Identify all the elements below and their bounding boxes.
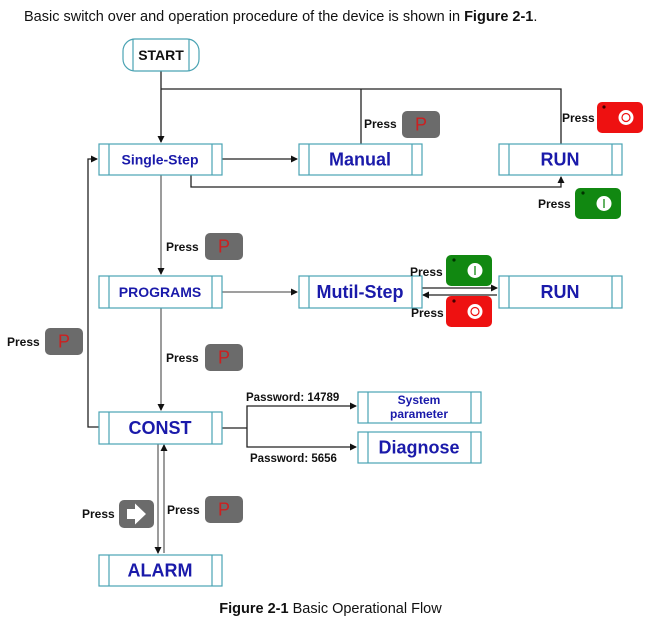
mutil-step-node[interactable]: Mutil-Step: [298, 275, 423, 309]
run-top-label: RUN: [541, 150, 580, 170]
single-step-label: Single-Step: [121, 152, 198, 168]
run-mid-label: RUN: [541, 282, 580, 302]
run-node-top[interactable]: RUN: [498, 143, 623, 176]
programs-label: PROGRAMS: [119, 284, 201, 300]
press-p-const-return: Press P: [7, 328, 83, 355]
run-key-icon: [446, 255, 492, 286]
connector-mutil-step-run-pair: [422, 284, 498, 299]
press-arrow-alarm: Press: [82, 500, 154, 528]
connector-const-alarm-pair: [154, 444, 168, 554]
press-p-const: Press P: [166, 344, 243, 371]
svg-text:P: P: [415, 115, 427, 135]
press-label: Press: [7, 335, 40, 349]
intro-period: .: [533, 9, 538, 25]
press-label: Press: [167, 503, 200, 517]
connector-const-to-single-step: [87, 155, 99, 428]
svg-text:P: P: [218, 348, 230, 368]
run-node-mid[interactable]: RUN: [498, 275, 623, 309]
p-key-icon: P: [205, 233, 243, 260]
connector-single-step-to-run: [190, 175, 565, 188]
press-label: Press: [562, 111, 595, 125]
stop-key-icon: [446, 296, 492, 327]
svg-text:P: P: [218, 237, 230, 257]
const-label: CONST: [129, 418, 192, 438]
press-label: Press: [410, 265, 443, 279]
p-key-icon: P: [205, 344, 243, 371]
figure-caption: Figure 2-1 Basic Operational Flow: [0, 601, 661, 617]
alarm-node[interactable]: ALARM: [98, 554, 223, 587]
stop-key-icon: [597, 102, 643, 133]
press-run-mutil-step: Press: [410, 255, 492, 286]
press-run-run-top: Press: [538, 188, 621, 219]
press-p-manual: Press P: [364, 111, 440, 138]
press-label: Press: [538, 197, 571, 211]
mutil-step-label: Mutil-Step: [317, 282, 404, 302]
press-label: Press: [82, 507, 115, 521]
intro-figure-ref: Figure 2-1: [464, 9, 534, 25]
start-node[interactable]: START: [122, 38, 200, 72]
manual-node[interactable]: Manual: [298, 143, 423, 176]
manual-label: Manual: [329, 150, 391, 170]
diagnose-node[interactable]: Diagnose: [357, 431, 482, 464]
p-key-icon: P: [45, 328, 83, 355]
svg-text:P: P: [218, 500, 230, 520]
connector-const-to-submenus: [222, 402, 357, 451]
press-label: Press: [166, 351, 199, 365]
press-stop-run-mid: Press: [411, 296, 492, 327]
press-p-alarm-return: Press P: [167, 496, 243, 523]
caption-figure-ref: Figure 2-1: [219, 601, 289, 617]
diagnose-label: Diagnose: [378, 438, 459, 458]
system-parameter-label-line1: System: [398, 393, 441, 407]
p-key-icon: P: [402, 111, 440, 138]
press-label: Press: [166, 240, 199, 254]
press-stop-run-top: Press: [562, 102, 643, 133]
single-step-node[interactable]: Single-Step: [98, 143, 223, 176]
arrow-right-key-icon: [119, 500, 154, 528]
intro-body: Basic switch over and operation procedur…: [24, 9, 465, 25]
password-diagnose: Password: 5656: [250, 453, 337, 465]
caption-title: Basic Operational Flow: [288, 601, 442, 617]
alarm-label: ALARM: [128, 561, 193, 581]
p-key-icon: P: [205, 496, 243, 523]
press-label: Press: [364, 117, 397, 131]
press-p-programs: Press P: [166, 233, 243, 260]
start-label: START: [138, 47, 184, 63]
svg-text:P: P: [58, 332, 70, 352]
connector-return-loop-top: [161, 88, 562, 144]
intro-text: Basic switch over and operation procedur…: [24, 9, 537, 25]
press-label: Press: [411, 306, 444, 320]
system-parameter-label-line2: parameter: [390, 407, 448, 421]
programs-node[interactable]: PROGRAMS: [98, 275, 223, 309]
run-key-icon: [575, 188, 621, 219]
system-parameter-node[interactable]: System parameter: [357, 391, 482, 424]
const-node[interactable]: CONST: [98, 411, 223, 445]
password-system-parameter: Password: 14789: [246, 392, 339, 404]
